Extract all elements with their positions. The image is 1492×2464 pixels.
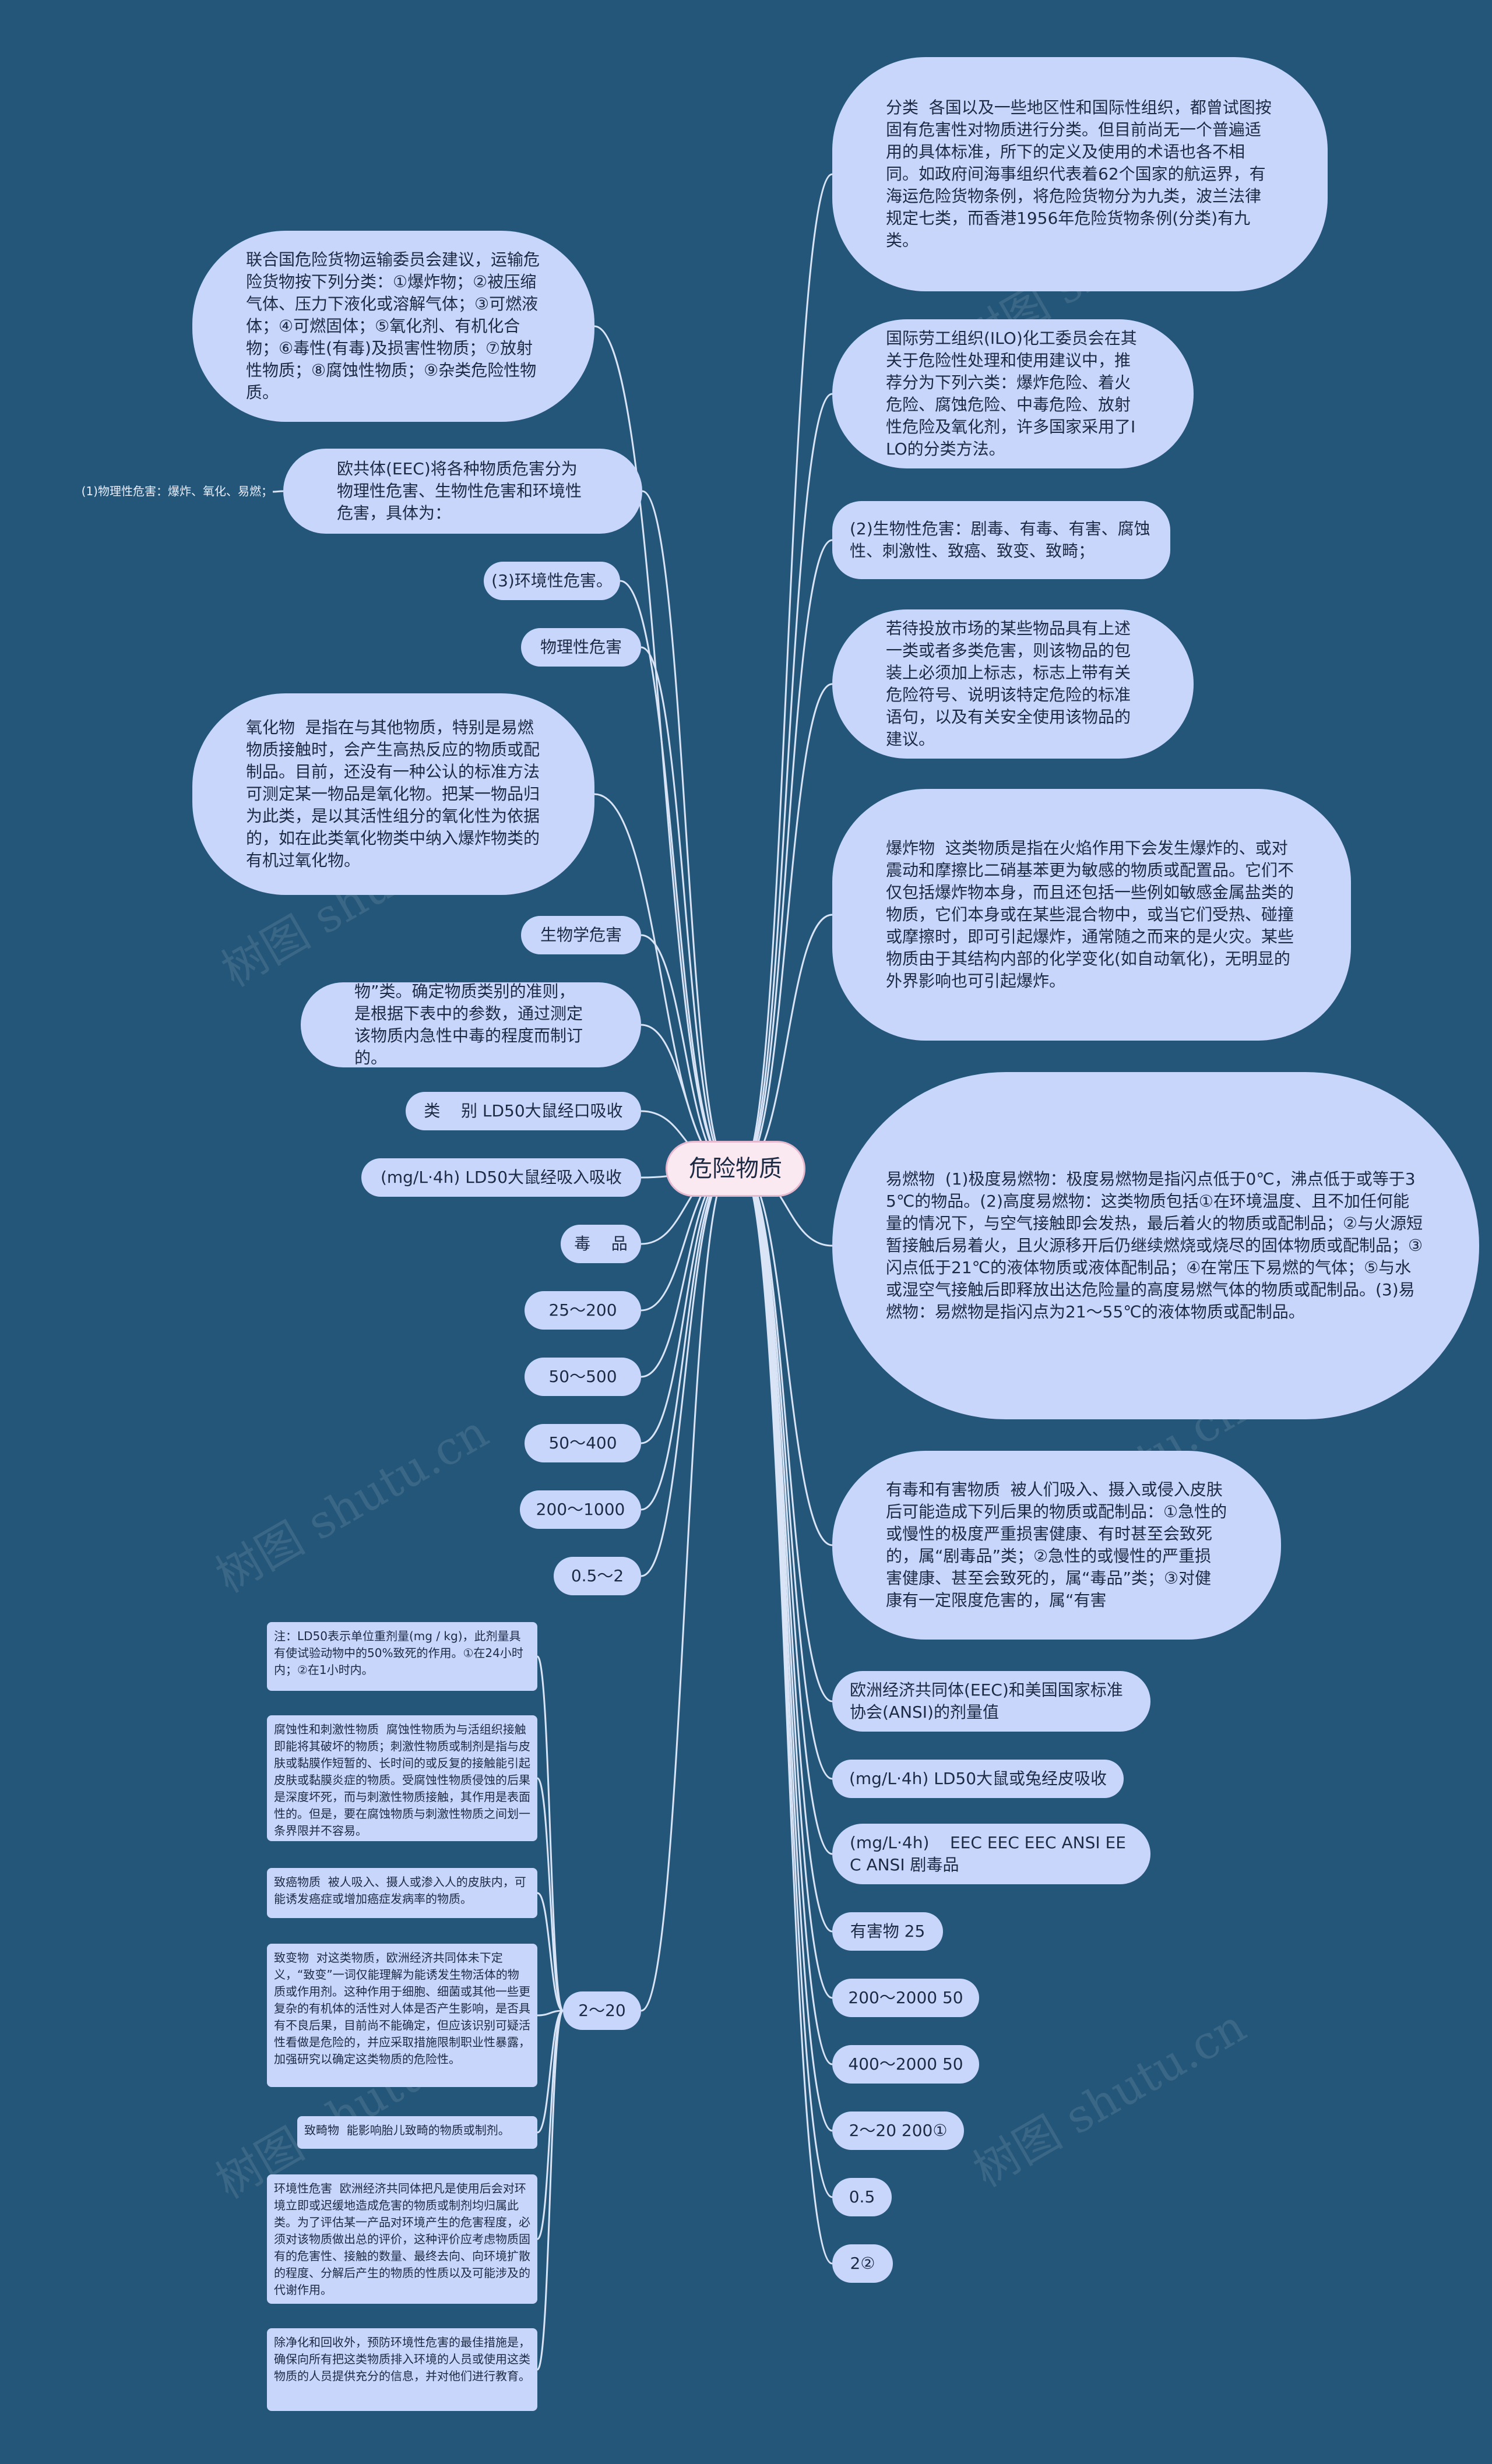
note-environmental[interactable]: 环境性危害 欧洲经济共同体把凡是使用后会对环境立即或迟缓地造成危害的物质或制剂均… [267, 2174, 537, 2304]
link-right [741, 1168, 833, 2265]
right-node-value[interactable]: 2② [832, 2244, 893, 2283]
link-note [537, 1892, 564, 2012]
left-node-ld50-oral[interactable]: 类 别 LD50大鼠经口吸收 [406, 1092, 641, 1130]
link-note [537, 2010, 564, 2134]
left-node-eec-hazards[interactable]: 欧共体(EEC)将各种物质危害分为物理性危害、生物性危害和环境性危害，具体为： [283, 449, 642, 534]
left-node-environmental-hazard[interactable]: (3)环境性危害。 [484, 562, 620, 600]
link-left [641, 1168, 730, 1511]
note-carcinogen[interactable]: 致癌物质 被人吸入、摄人或渗入人的皮肤内，可能诱发癌症或增加癌症发病率的物质。 [267, 1868, 537, 1918]
link-right [741, 393, 833, 1170]
note-teratogen[interactable]: 致畸物 能影响胎儿致畸的物质或制剂。 [297, 2116, 537, 2149]
right-node-value[interactable]: 0.5 [832, 2178, 892, 2216]
left-node-value[interactable]: 200～1000 [520, 1490, 641, 1529]
right-node-value[interactable]: 400～2000 50 [832, 2045, 979, 2084]
left-node-ld50-inhalation[interactable]: (mg/L·4h) LD50大鼠经吸入吸收 [361, 1158, 641, 1197]
link-note [536, 2010, 564, 2371]
link-left [641, 1168, 730, 2012]
root-topic[interactable]: 危险物质 [666, 1141, 805, 1197]
link-right [741, 173, 833, 1170]
right-node-harmful[interactable]: 有害物 25 [832, 1912, 943, 1951]
link-right [741, 683, 833, 1170]
left-node-value[interactable]: 0.5～2 [554, 1557, 641, 1595]
link-far-left [272, 490, 284, 493]
left-node-value[interactable]: 50～500 [525, 1358, 641, 1396]
note-prevention[interactable]: 除净化和回收外，预防环境性危害的最佳措施是，确保向所有把这类物质排入环境的人员或… [267, 2328, 537, 2411]
right-node-explosives[interactable]: 爆炸物 这类物质是指在火焰作用下会发生爆炸的、或对震动和摩擦比二硝基苯更为敏感的… [832, 789, 1351, 1041]
left-node-value[interactable]: 50～400 [525, 1424, 641, 1462]
note-corrosive-irritant[interactable]: 腐蚀性和刺激性物质 腐蚀性物质为与活组织接触即能将其破坏的物质；刺激性物质或制剂… [267, 1715, 537, 1841]
link-right [741, 539, 833, 1170]
link-note [537, 2010, 564, 2017]
link-right [741, 1168, 833, 1999]
right-node-ilo[interactable]: 国际劳工组织(ILO)化工委员会在其关于危险性处理和使用建议中，推荐分为下列六类… [832, 319, 1194, 468]
left-node-criteria[interactable]: 物”类。确定物质类别的准则，是根据下表中的参数，通过测定该物质内急性中毒的程度而… [301, 982, 641, 1067]
link-right [741, 1168, 833, 2065]
left-node-2-20[interactable]: 2～20 [563, 1991, 641, 2030]
link-note [536, 1655, 564, 2012]
link-note [536, 1777, 564, 2012]
left-node-oxidizers[interactable]: 氧化物 是指在与其他物质，特别是易燃物质接触时，会产生高热反应的物质或配制品。目… [192, 693, 594, 895]
link-left [641, 646, 730, 1170]
right-node-eec-ansi-toxic[interactable]: (mg/L·4h) EEC EEC EEC ANSI EEC ANSI 剧毒品 [832, 1824, 1150, 1884]
note-mutagen[interactable]: 致变物 对这类物质，欧洲经济共同体未下定义，“致变”一词仅能理解为能诱发生物活体… [267, 1944, 537, 2087]
left-node-value[interactable]: 25～200 [525, 1291, 641, 1330]
link-left [641, 1168, 730, 1577]
right-node-value[interactable]: 2～20 200① [832, 2112, 964, 2150]
link-right [741, 1168, 833, 1546]
link-right [741, 1168, 833, 1702]
link-left [642, 490, 730, 1170]
link-left [620, 580, 730, 1170]
left-node-biological-hazard[interactable]: 生物学危害 [521, 916, 641, 954]
right-node-toxic[interactable]: 有毒和有害物质 被人们吸入、摄入或侵入皮肤后可能造成下列后果的物质或配制品：①急… [832, 1451, 1281, 1640]
link-right [741, 1168, 833, 2132]
right-node-classification[interactable]: 分类 各国以及一些地区性和国际性组织，都曾试图按固有危害性对物质进行分类。但目前… [832, 57, 1328, 291]
far-left-leaf-physical-hazard[interactable]: (1)物理性危害：爆炸、氧化、易燃； [81, 484, 273, 499]
left-node-un-classification[interactable]: 联合国危险货物运输委员会建议，运输危险货物按下列分类：①爆炸物；②被压缩气体、压… [192, 231, 594, 422]
right-node-labeling[interactable]: 若待投放市场的某些物品具有上述一类或者多类危害，则该物品的包装上必须加上标志，标… [832, 609, 1194, 759]
note-ld50[interactable]: 注：LD50表示单位重剂量(mg / kg)，此剂量具有使试验动物中的50%致死… [267, 1622, 537, 1691]
right-node-flammables[interactable]: 易燃物 (1)极度易燃物：极度易燃物是指闪点低于0℃，沸点低于或等于35℃的物品… [832, 1072, 1479, 1419]
right-node-value[interactable]: 200～2000 50 [832, 1979, 979, 2017]
left-node-toxic-label[interactable]: 毒 品 [561, 1225, 641, 1263]
link-left [641, 934, 730, 1170]
link-right [741, 1168, 833, 1855]
link-right [741, 1168, 833, 1933]
right-node-ld50-skin[interactable]: (mg/L·4h) LD50大鼠或兔经皮吸收 [832, 1760, 1124, 1798]
right-node-biological-hazard[interactable]: (2)生物性危害：剧毒、有毒、有害、腐蚀性、刺激性、致癌、致变、致畸； [832, 501, 1170, 579]
left-node-physical-hazard[interactable]: 物理性危害 [521, 628, 641, 667]
right-node-eec-ansi[interactable]: 欧洲经济共同体(EEC)和美国国家标准协会(ANSI)的剂量值 [832, 1671, 1150, 1732]
